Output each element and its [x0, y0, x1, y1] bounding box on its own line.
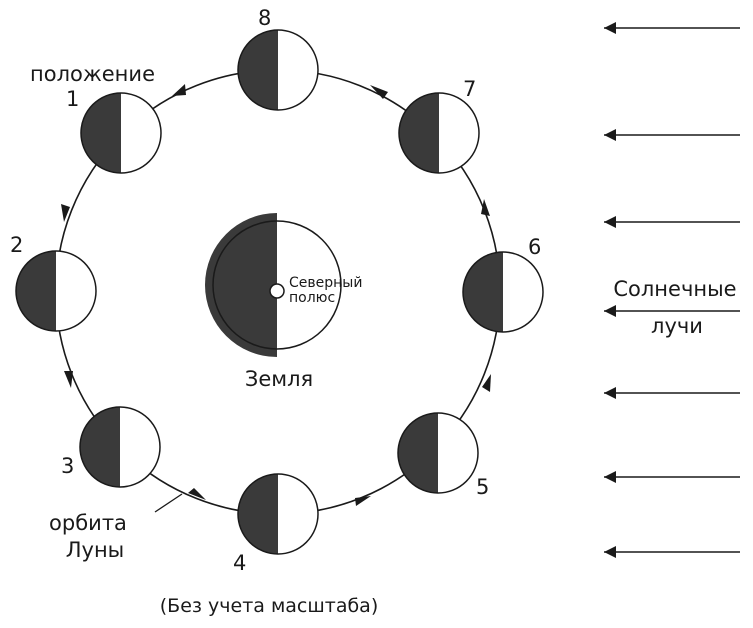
sun-rays-label-line2: лучи: [651, 314, 703, 338]
orbit-label-leader: [154, 493, 183, 513]
orbit-arrow: [188, 488, 206, 500]
moons: [15, 29, 544, 555]
earth-label: Земля: [245, 367, 313, 391]
position-number-3: 3: [61, 454, 74, 478]
position-number-7: 7: [463, 77, 476, 101]
position-number-1: 1: [66, 87, 79, 111]
moon-5: [397, 412, 479, 494]
position-label: положение: [30, 62, 155, 86]
position-numbers: 1 2 3 4 5 6 7 8: [10, 6, 541, 575]
moon-8: [237, 29, 319, 111]
moon-2: [15, 250, 97, 332]
moon-3: [79, 406, 161, 488]
orbit-arrow: [172, 84, 186, 96]
position-number-6: 6: [528, 235, 541, 259]
scale-note: (Без учета масштаба): [160, 595, 378, 617]
moon-6: [462, 251, 544, 333]
position-number-2: 2: [10, 233, 23, 257]
orbit-label-line1: орбита: [49, 511, 127, 535]
position-number-4: 4: [233, 551, 246, 575]
orbit-arrows: [61, 84, 491, 506]
earth: [205, 213, 349, 357]
moon-7: [398, 92, 480, 174]
moon-1: [80, 92, 162, 174]
orbit-label-line2: Луны: [66, 538, 125, 562]
sun-rays-label-line1: Солнечные: [613, 277, 736, 301]
sun-rays: [604, 22, 740, 558]
orbit-arrow: [64, 371, 73, 388]
orbit-arrow: [61, 204, 70, 222]
orbit-arrow: [370, 85, 388, 99]
north-pole-label-line2: полюс: [289, 290, 335, 306]
orbit-arrow: [355, 496, 371, 506]
moon-4: [237, 473, 319, 555]
orbit-arrow: [481, 199, 490, 216]
orbit-arrow: [482, 374, 491, 392]
position-number-5: 5: [476, 475, 489, 499]
north-pole-marker: [269, 283, 285, 299]
north-pole-label-line1: Северный: [289, 275, 362, 291]
position-number-8: 8: [258, 6, 271, 30]
